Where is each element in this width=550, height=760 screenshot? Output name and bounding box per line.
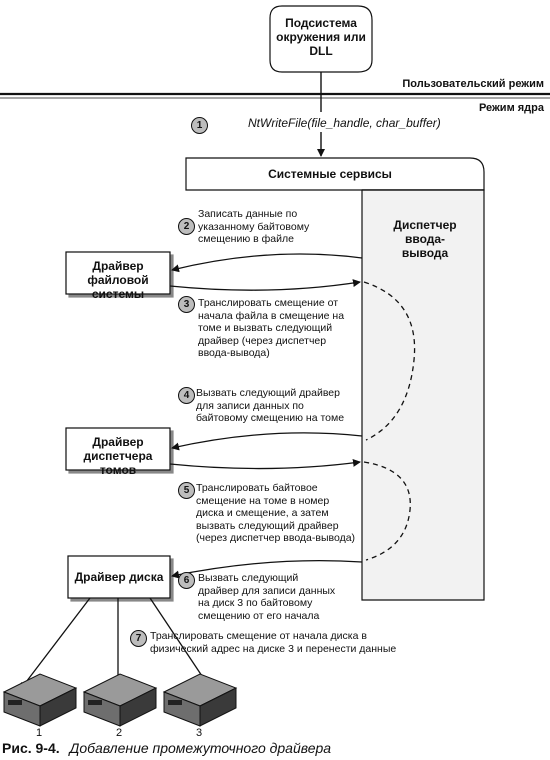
io-loop-2 (363, 461, 411, 561)
step-5-badge: 5 (178, 482, 195, 499)
env-subsystem-label: Подсистема окружения или DLL (276, 16, 366, 58)
step-4-badge: 4 (178, 387, 195, 404)
disk1-line (19, 597, 91, 691)
disk3-line (149, 597, 211, 689)
caption-text: Добавление промежуточного драйвера (69, 740, 332, 756)
step-1-badge: 1 (191, 117, 208, 134)
step2-arrow (171, 253, 363, 273)
volume-driver-label: Драйвер диспетчера томов (83, 435, 153, 477)
user-mode-label: Пользовательский режим (402, 78, 544, 90)
disk-2-icon (82, 673, 158, 727)
disk-2-label: 2 (116, 727, 123, 739)
disk-1-icon (2, 673, 78, 727)
caption-label: Рис. 9-4. (2, 740, 60, 756)
step-6-badge: 6 (178, 572, 195, 589)
io-loop-1 (363, 281, 416, 441)
step4-arrow (171, 432, 363, 451)
disk-3-icon (162, 673, 238, 727)
system-services-box (185, 157, 485, 191)
disk-3-label: 3 (196, 727, 203, 739)
fs-driver-label: Драйвер файловой системы (87, 259, 149, 301)
kernel-mode-label: Режим ядра (478, 102, 544, 114)
step5-arrow (169, 458, 361, 470)
call-args: (file_handle, char_buffer) (307, 116, 441, 130)
disk-driver-label: Драйвер диска (74, 570, 164, 584)
step-7-text: Транслировать смещение от начала диска в… (150, 630, 397, 655)
io-manager-label: Диспетчер ввода-вывода (393, 218, 457, 260)
env-subsystem-box (269, 5, 373, 73)
step-3-text: Транслировать смещение от начала файла в… (198, 297, 345, 359)
step-5-text: Транслировать байтовое смещение на томе … (196, 482, 356, 544)
disk-driver-box (67, 555, 171, 599)
step-2-text: Записать данные по указанному байтовому … (198, 208, 310, 245)
ntwritefile-call: NtWriteFile(file_handle, char_buffer) (248, 116, 441, 130)
system-services-label: Системные сервисы (268, 167, 392, 181)
step-2-badge: 2 (178, 218, 195, 235)
disk-1-label: 1 (36, 727, 43, 739)
step-3-badge: 3 (178, 296, 195, 313)
step-6-text: Вызвать следующий драйвер для записи дан… (198, 572, 336, 622)
figure-caption: Рис. 9-4. Добавление промежуточного драй… (2, 740, 331, 756)
step3-arrow (169, 279, 361, 291)
step6-arrow (171, 559, 363, 579)
fs-driver-box (65, 251, 171, 295)
step-4-text: Вызвать следующий драйвер для записи дан… (196, 387, 345, 424)
step-7-badge: 7 (130, 630, 147, 647)
call-function: NtWriteFile (248, 116, 308, 130)
volume-driver-box (65, 427, 171, 471)
